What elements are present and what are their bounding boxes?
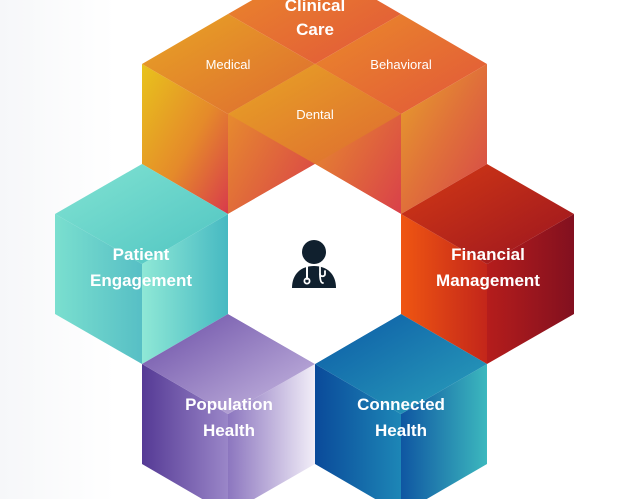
patient-engagement-cube[interactable] xyxy=(55,164,228,364)
dental-top-face xyxy=(228,64,401,164)
financial-management-top-face xyxy=(401,164,574,264)
doctor-stethoscope-icon xyxy=(292,240,336,288)
population-health-cube[interactable] xyxy=(142,314,315,499)
medical-top-face xyxy=(142,14,315,114)
financial-management-title-line2: Management xyxy=(436,271,540,290)
connected-health-title-line2: Health xyxy=(375,421,427,440)
dental-label: Dental xyxy=(296,107,334,122)
population-health-title-line2: Health xyxy=(203,421,255,440)
financial-management-title-line1: Financial xyxy=(451,245,525,264)
center-hub xyxy=(228,164,401,364)
population-health-left-face xyxy=(142,364,228,499)
medical-label: Medical xyxy=(206,57,251,72)
population-health-top-face xyxy=(142,314,315,414)
population-health-title-line1: Population xyxy=(185,395,273,414)
connected-health-title-line1: Connected xyxy=(357,395,445,414)
population-health-right-face xyxy=(228,364,315,499)
clinical-care-top-face xyxy=(228,0,401,64)
patient-engagement-title-line2: Engagement xyxy=(90,271,192,290)
behavioral-label: Behavioral xyxy=(370,57,432,72)
patient-engagement-top-face xyxy=(55,164,228,264)
patient-engagement-title-line1: Patient xyxy=(113,245,170,264)
connected-health-right-face xyxy=(401,364,487,499)
clinical-care-title-line2: Care xyxy=(296,20,334,39)
clinical-care-title-line1: Clinical xyxy=(285,0,345,15)
connected-health-left-face xyxy=(315,364,401,499)
